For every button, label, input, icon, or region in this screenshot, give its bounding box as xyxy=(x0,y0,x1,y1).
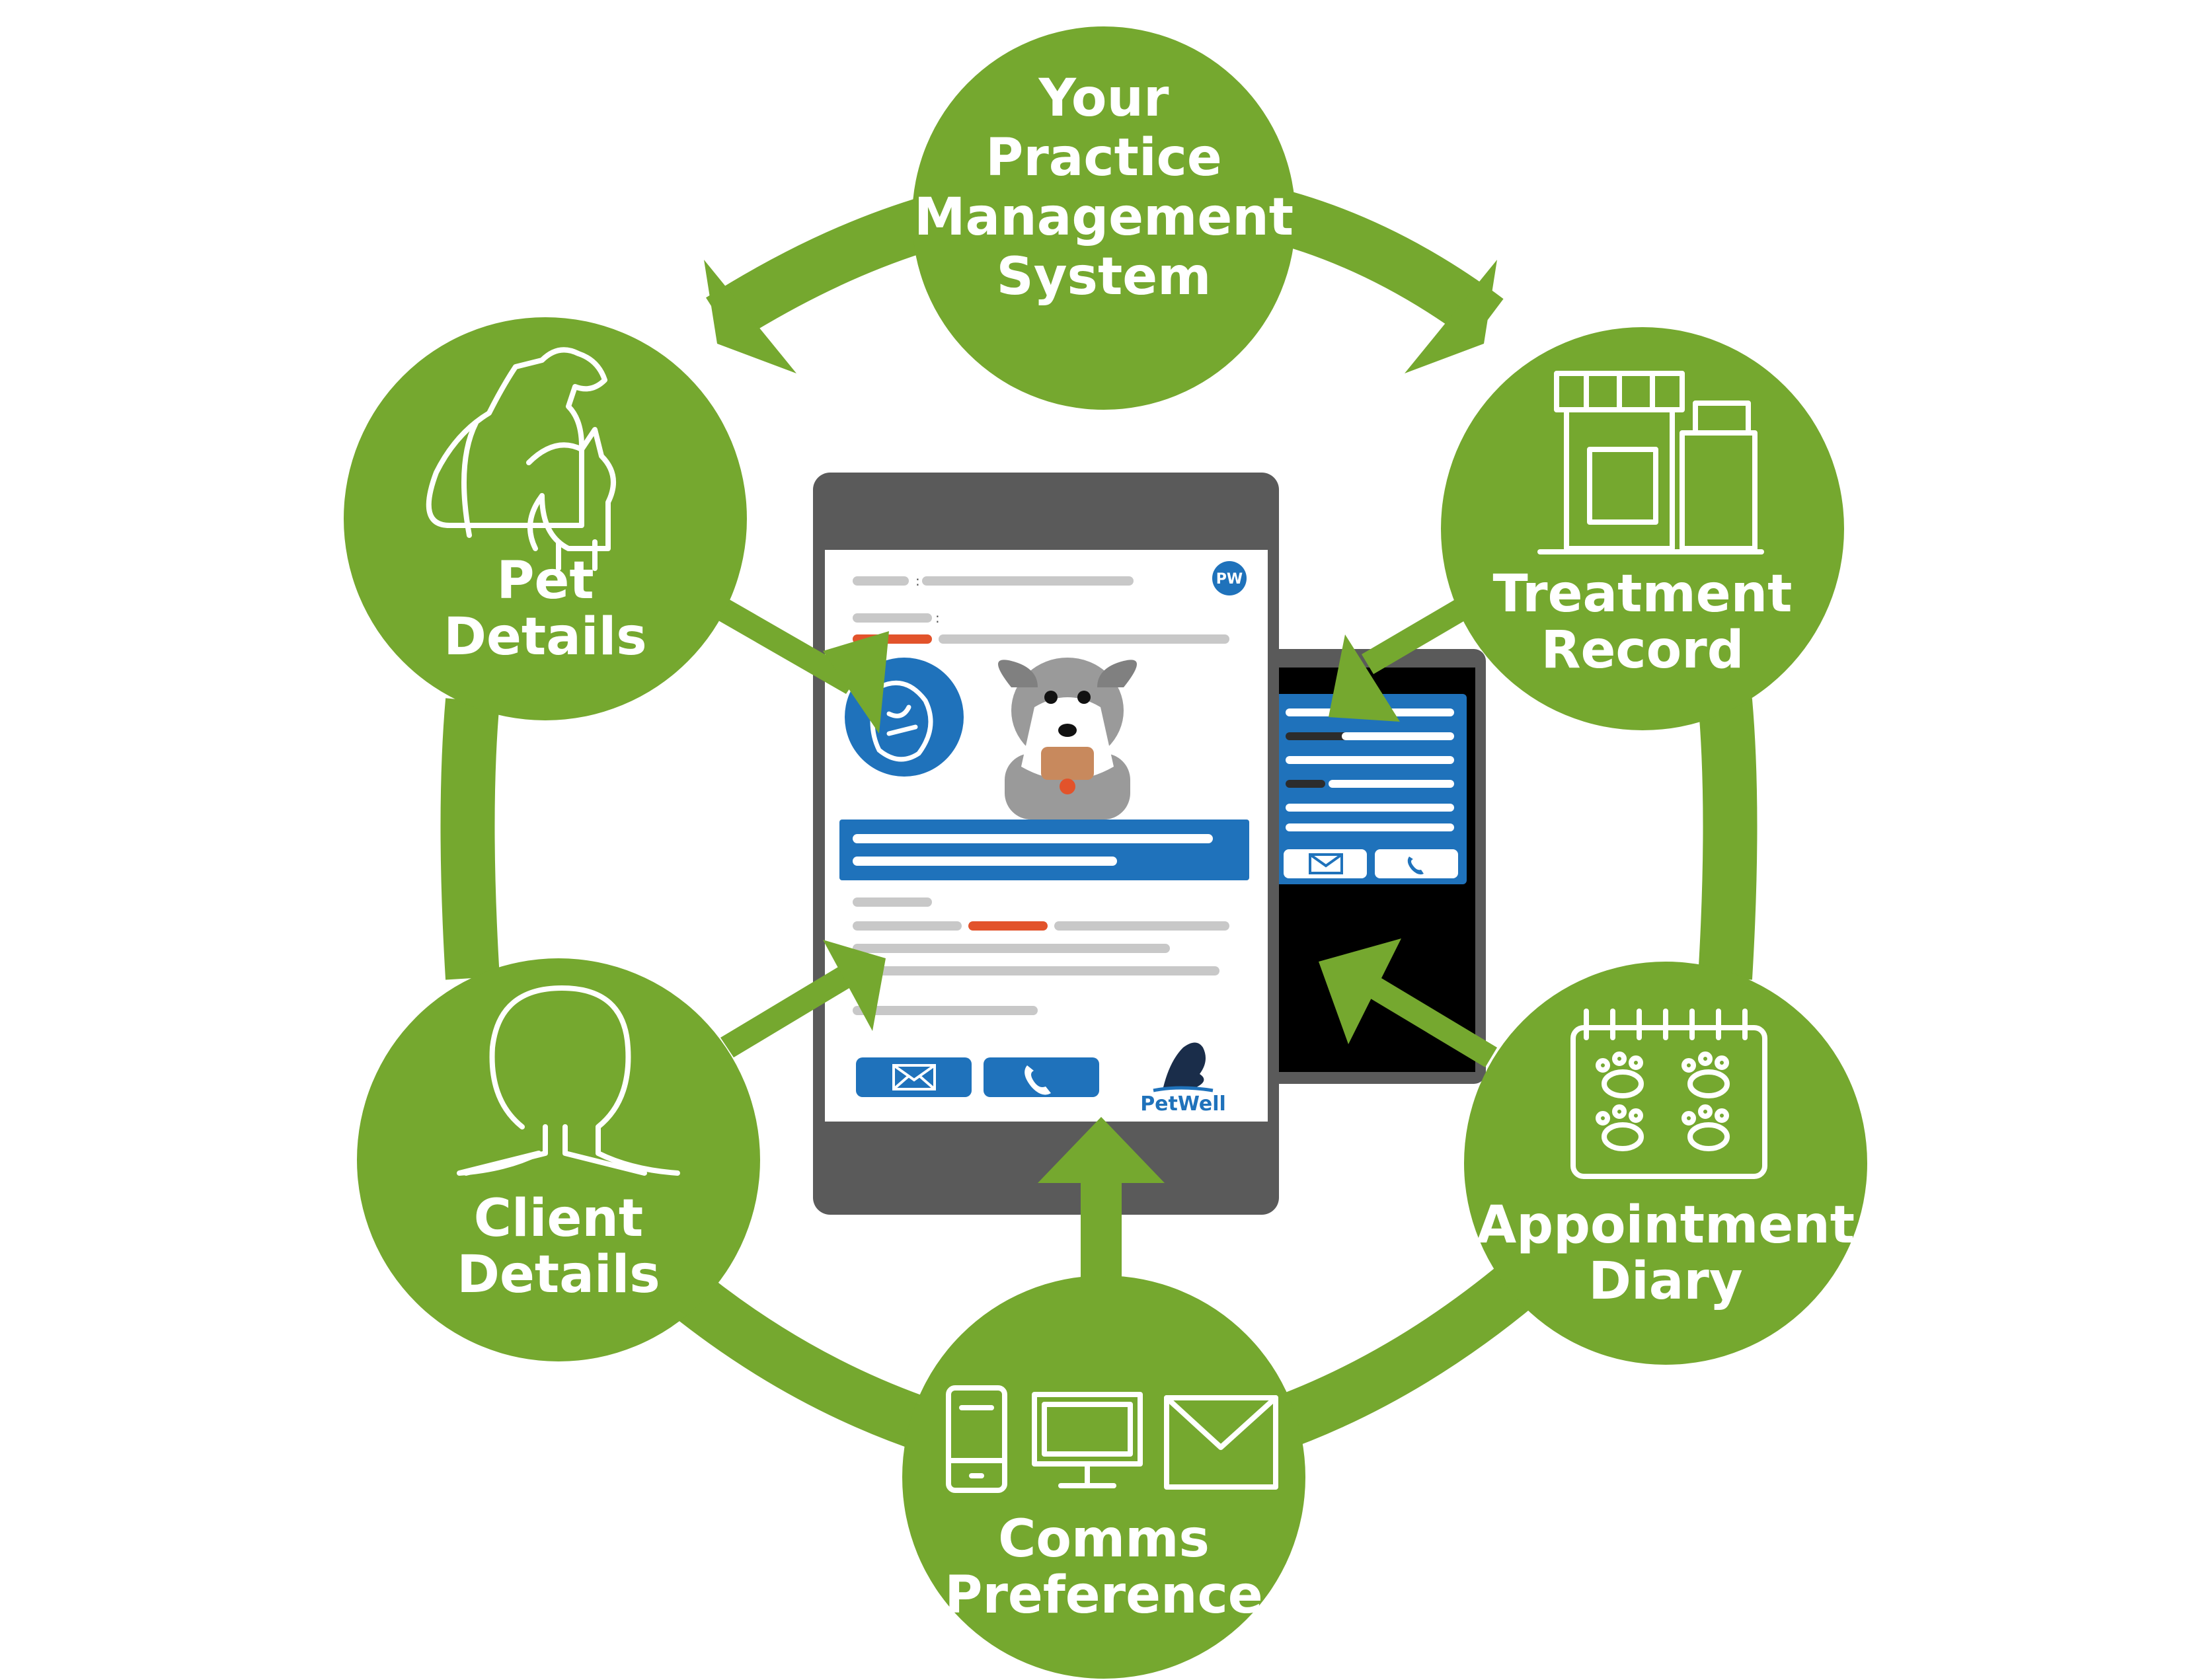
dog-cat-icon xyxy=(426,347,616,571)
back-phone-icon xyxy=(1407,857,1424,875)
petwell-logo: PetWell xyxy=(1140,1042,1226,1116)
person-icon xyxy=(457,985,680,1176)
comms-line-2: Preference xyxy=(945,1566,1262,1625)
node-client: Client Details xyxy=(357,958,760,1361)
back-tablet xyxy=(1249,649,1486,1084)
pet-info-band xyxy=(839,820,1249,880)
envelope-icon xyxy=(1164,1395,1278,1490)
pms-line-2: Practice xyxy=(986,128,1222,188)
pms-line-1: Your xyxy=(1038,69,1169,128)
email-button[interactable] xyxy=(856,1057,972,1097)
pms-arrowhead-right xyxy=(1405,260,1497,373)
svg-text::: : xyxy=(935,610,940,626)
svg-text::: : xyxy=(915,573,920,589)
inward-arrows xyxy=(714,598,1497,1355)
pet-line-2: Details xyxy=(444,607,646,667)
dog-illustration xyxy=(998,658,1137,820)
pms-line-3: Management xyxy=(914,188,1294,247)
treatment-line-1: Treatment xyxy=(1493,564,1793,624)
pet-line-1: Pet xyxy=(496,551,594,611)
comms-line-1: Comms xyxy=(998,1509,1210,1569)
pw-badge[interactable] xyxy=(1212,561,1247,595)
paw-calendar-icon xyxy=(1570,1009,1767,1179)
pms-line-4: System xyxy=(997,247,1212,307)
phone-icon xyxy=(946,1385,1007,1493)
petwell-brand-text: PetWell xyxy=(1140,1092,1226,1116)
sticker-icon xyxy=(870,680,933,762)
treatment-line-2: Record xyxy=(1541,621,1744,680)
phone-handset-icon xyxy=(1024,1065,1051,1095)
node-pet: Pet Details xyxy=(344,317,747,720)
client-line-1: Client xyxy=(474,1189,643,1248)
envelope-button-icon xyxy=(892,1064,936,1090)
medicine-bottles-icon xyxy=(1537,371,1764,554)
back-mail-icon xyxy=(1309,853,1343,874)
node-treatment: Treatment Record xyxy=(1441,327,1844,730)
pms-arrowhead-left xyxy=(704,260,796,373)
client-line-2: Details xyxy=(457,1245,660,1305)
node-appointment: Appointment Diary xyxy=(1464,962,1867,1365)
appointment-line-1: Appointment xyxy=(1477,1196,1855,1255)
monitor-icon xyxy=(1032,1392,1143,1488)
front-tablet: : PW : xyxy=(813,473,1279,1215)
node-pms: Your Practice Management System xyxy=(912,26,1295,410)
call-button[interactable] xyxy=(984,1057,1099,1097)
node-comms: Comms Preference xyxy=(902,1276,1305,1679)
appointment-line-2: Diary xyxy=(1588,1252,1742,1311)
pw-badge-text: PW xyxy=(1216,571,1243,588)
